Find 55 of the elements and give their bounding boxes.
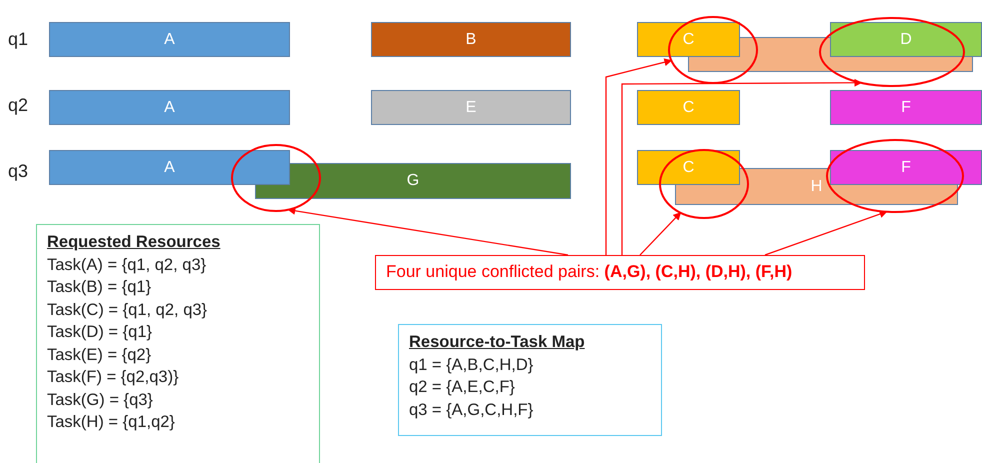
task-label: E — [466, 98, 476, 116]
task-label: B — [466, 30, 476, 48]
highlight-ellipse — [819, 17, 965, 87]
task-bar — [830, 22, 982, 57]
task-label: F — [901, 158, 911, 176]
task-bar — [255, 163, 571, 199]
task-bar — [49, 150, 290, 185]
highlight-ellipse — [826, 139, 964, 213]
panel-heading: Resource-to-Task Map — [409, 332, 586, 353]
text-line: q1 = {A,B,C,H,D} — [409, 354, 534, 376]
task-label: A — [164, 158, 175, 176]
text-line: Task(F) = {q2,q3)} — [47, 367, 180, 388]
row-label: q3 — [8, 161, 28, 182]
task-bar — [637, 22, 740, 57]
task-label: A — [164, 30, 175, 48]
arrow — [287, 206, 568, 256]
task-label: C — [682, 158, 694, 176]
text-line: Task(E) = {q2} — [47, 344, 152, 366]
task-label: C — [682, 30, 694, 48]
highlight-ellipse — [231, 144, 321, 212]
callout-text: Four unique conflicted pairs: (A,G), (C,H), (D,H), (F,H) — [386, 261, 794, 283]
text-line: q3 = {A,G,C,H,F} — [409, 400, 534, 420]
task-label: H — [810, 178, 822, 196]
panel-heading: Requested Resources — [47, 232, 222, 253]
task-label: G — [406, 172, 420, 190]
task-bar — [49, 22, 290, 57]
task-bar — [371, 22, 571, 57]
highlight-ellipse — [659, 149, 749, 219]
text-line: Task(A) = {q1, q2, q3} — [47, 254, 208, 276]
text-line: Task(G) = {q3} — [47, 390, 154, 410]
arrow — [764, 210, 888, 256]
text-line: Task(D) = {q1} — [47, 322, 154, 343]
highlight-ellipse — [668, 16, 758, 84]
task-bar — [49, 90, 290, 125]
task-label: D — [900, 30, 912, 48]
task-label: C — [682, 98, 694, 116]
arrow — [605, 58, 672, 255]
task-bar — [371, 90, 571, 125]
resource-map-panel — [398, 324, 662, 436]
row-label: q2 — [8, 95, 28, 116]
text-line: Task(C) = {q1, q2, q3} — [47, 300, 208, 320]
callout-box — [375, 255, 865, 290]
task-bar — [830, 150, 982, 185]
task-label: F — [901, 98, 911, 116]
task-bar — [637, 90, 740, 125]
text-line: Task(H) = {q1,q2} — [47, 412, 176, 433]
text-line: q2 = {A,E,C,F} — [409, 377, 516, 398]
task-label: A — [164, 98, 175, 116]
task-bar — [830, 90, 982, 125]
task-bar — [637, 150, 740, 185]
arrow — [640, 212, 682, 256]
arrow — [621, 78, 862, 255]
requested-resources-panel — [36, 224, 320, 463]
row-label: q1 — [8, 29, 28, 50]
text-line: Task(B) = {q1} — [47, 277, 152, 298]
